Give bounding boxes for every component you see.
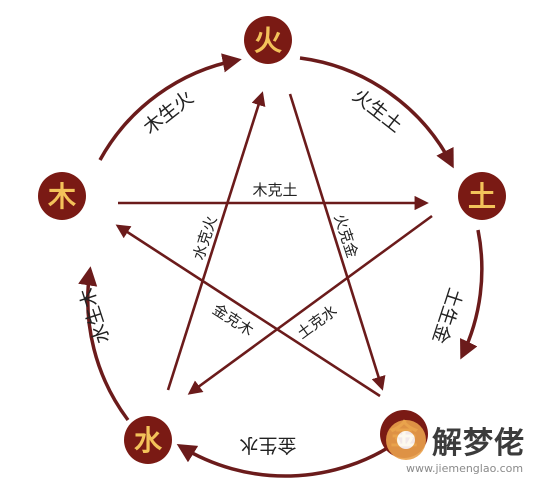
label-water-generates-wood: 水生木 bbox=[76, 285, 115, 346]
arc-earth-to-metal bbox=[460, 229, 484, 360]
label-wood-generates-fire: 木生火 bbox=[139, 87, 197, 139]
element-water-label: 水 bbox=[134, 424, 163, 457]
arrow-water-controls-fire bbox=[166, 91, 266, 391]
controlling-cycle bbox=[115, 91, 433, 398]
label-earth-controls-water: 土克水 bbox=[294, 301, 341, 342]
arrow-fire-controls-metal bbox=[288, 93, 386, 391]
generating-cycle bbox=[78, 53, 484, 478]
arrow-metal-controls-wood bbox=[115, 224, 381, 398]
label-metal-controls-wood: 金克木 bbox=[209, 300, 257, 340]
watermark-url: www.jiemenglao.com bbox=[406, 462, 524, 475]
label-wood-controls-earth: 木克土 bbox=[252, 181, 297, 199]
watermark-logo-icon bbox=[386, 420, 426, 460]
label-metal-generates-water: 金生水 bbox=[239, 434, 296, 456]
element-fire-label: 火 bbox=[254, 24, 282, 57]
element-fire: 火 bbox=[244, 16, 292, 64]
element-wood-label: 木 bbox=[47, 180, 76, 213]
controlling-labels: 木克土 水克火 火克金 金克木 土克水 bbox=[189, 181, 361, 343]
label-earth-generates-metal: 土生金 bbox=[428, 285, 467, 346]
generating-labels: 木生火 火生土 土生金 金生水 水生木 bbox=[76, 85, 467, 456]
arc-metal-to-water bbox=[176, 438, 402, 478]
arrow-earth-controls-water bbox=[187, 214, 433, 395]
watermark: 解梦佬 www.jiemenglao.com bbox=[386, 414, 556, 484]
element-nodes: 火 土 金 水 木 bbox=[38, 16, 506, 464]
arc-water-to-wood bbox=[78, 266, 130, 422]
element-earth-label: 土 bbox=[468, 180, 496, 213]
element-water: 水 bbox=[124, 416, 172, 464]
label-fire-generates-earth: 火生土 bbox=[348, 85, 406, 137]
arc-wood-to-fire bbox=[98, 53, 242, 161]
watermark-brand: 解梦佬 bbox=[432, 426, 525, 461]
element-earth: 土 bbox=[458, 172, 506, 220]
arc-fire-to-earth bbox=[299, 56, 454, 169]
element-wood: 木 bbox=[38, 172, 86, 220]
